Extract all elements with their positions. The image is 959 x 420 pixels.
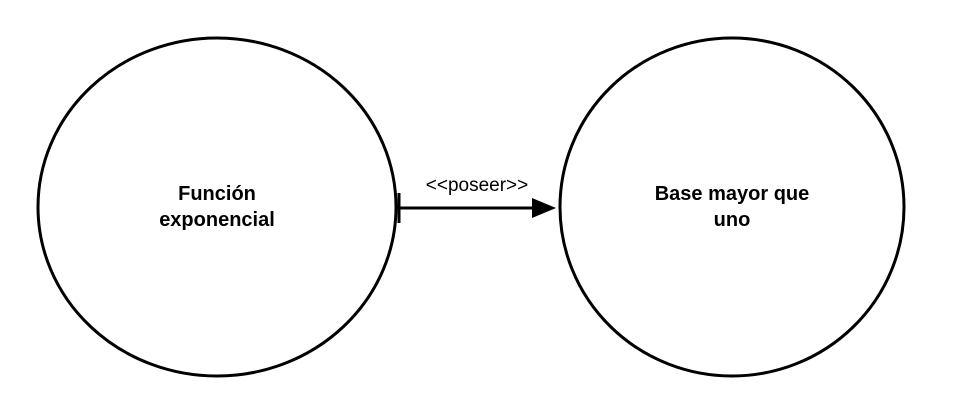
node-label-base-mayor-que-uno: Base mayor que uno [654,183,810,231]
edge-label-poseer: <<poseer>> [425,175,529,196]
node-circle-base-mayor-que-uno[interactable] [558,36,906,378]
node-label-funcion-exponencial: Función exponencial [159,183,275,231]
node-circle-funcion-exponencial[interactable] [36,36,398,378]
arrowhead-icon [532,198,556,218]
